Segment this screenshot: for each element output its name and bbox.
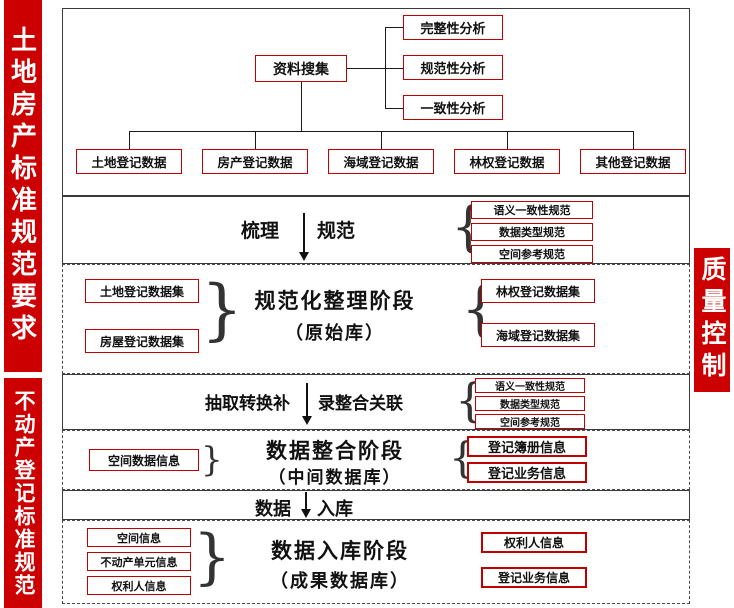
register-business-box: 登记业务信息 xyxy=(467,462,587,483)
stage-integrate-subtitle: （中间数据库） xyxy=(268,468,402,487)
analysis-box-normativity: 规范性分析 xyxy=(403,55,503,80)
section-step-load: 数据 入库 xyxy=(62,490,690,520)
step-organize-right-label: 规范 xyxy=(317,221,356,242)
stage-warehouse-subtitle: （成果数据库） xyxy=(270,571,410,591)
section-step-extract: 抽取转换补 录整合关联 { 语义一致性规范 数据类型规范 空间参考规范 xyxy=(62,374,690,430)
analysis-box-consistency: 一致性分析 xyxy=(403,95,503,120)
dataset-box-land: 土地登记数据集 xyxy=(85,279,199,303)
section-step-organize: 梳理 规范 { 语义一致性规范 数据类型规范 空间参考规范 xyxy=(62,196,690,264)
connector-line xyxy=(385,27,386,108)
spatial-info-box: 空间信息 xyxy=(87,528,191,547)
stage-original-title: 规范化整理阶段 xyxy=(254,290,416,313)
brace-right: } xyxy=(201,440,223,480)
section-stage-warehouse: 空间信息 不动产单元信息 权利人信息 } 数据入库阶段 （成果数据库） 权利人信… xyxy=(62,520,690,604)
step-load-left-label: 数据 xyxy=(255,499,291,519)
stage-integrate-title: 数据整合阶段 xyxy=(266,440,404,463)
registry-box-sea: 海域登记数据 xyxy=(328,149,434,174)
down-arrow xyxy=(303,213,305,253)
down-arrow-head xyxy=(301,509,311,518)
connector-line xyxy=(385,108,403,109)
registry-box-house: 房产登记数据 xyxy=(202,149,308,174)
collect-box: 资料搜集 xyxy=(255,55,347,82)
brace-right: } xyxy=(201,271,243,348)
section-collection: 资料搜集 完整性分析 规范性分析 一致性分析 土地登记数据 房产登记数据 海域登… xyxy=(62,8,690,196)
down-arrow-head xyxy=(299,252,309,261)
step-extract-right-label: 录整合关联 xyxy=(318,394,403,413)
connector-line xyxy=(385,27,403,28)
stage-original-subtitle: （原始库） xyxy=(285,323,385,343)
spatial-data-box: 空间数据信息 xyxy=(89,449,199,471)
holder-info-box-right: 权利人信息 xyxy=(481,532,587,553)
stage-warehouse-title: 数据入库阶段 xyxy=(271,540,409,563)
holder-info-box-left: 权利人信息 xyxy=(87,576,191,595)
dataset-box-house: 房屋登记数据集 xyxy=(85,329,199,353)
dataset-box-sea: 海域登记数据集 xyxy=(481,323,595,347)
registry-box-land: 土地登记数据 xyxy=(76,149,182,174)
banner-right: 质量控制 xyxy=(694,248,730,392)
business-info-box: 登记业务信息 xyxy=(481,567,587,588)
section-stage-original: 土地登记数据集 房屋登记数据集 } 规范化整理阶段 （原始库） { 林权登记数据… xyxy=(62,264,690,374)
connector-line xyxy=(255,131,256,149)
connector-line xyxy=(507,131,508,149)
step-load-right-label: 入库 xyxy=(317,499,353,519)
spec-box-semantic: 语义一致性规范 xyxy=(475,378,585,393)
down-arrow xyxy=(305,492,307,510)
dataset-box-forest: 林权登记数据集 xyxy=(481,279,595,303)
section-stage-integrate: 空间数据信息 } 数据整合阶段 （中间数据库） { 登记簿册信息 登记业务信息 xyxy=(62,430,690,490)
unit-info-box: 不动产单元信息 xyxy=(87,552,191,571)
banner-left-top: 土地房产标准规范要求 xyxy=(4,0,42,372)
connector-line xyxy=(347,68,403,69)
registry-box-other: 其他登记数据 xyxy=(580,149,686,174)
connector-line xyxy=(129,131,130,149)
step-extract-left-label: 抽取转换补 xyxy=(205,394,290,413)
connector-line xyxy=(301,82,302,131)
registry-box-forest: 林权登记数据 xyxy=(454,149,560,174)
analysis-box-completeness: 完整性分析 xyxy=(403,15,503,40)
spec-box-spatialref: 空间参考规范 xyxy=(471,245,593,263)
spec-box-datatype: 数据类型规范 xyxy=(475,396,585,411)
spec-box-spatialref: 空间参考规范 xyxy=(475,414,585,429)
banner-left-bottom: 不动产登记标准规范 xyxy=(4,378,42,608)
connector-line xyxy=(381,131,382,149)
connector-line xyxy=(633,131,634,149)
register-book-box: 登记簿册信息 xyxy=(467,436,587,457)
down-arrow-head xyxy=(302,416,312,425)
step-organize-left-label: 梳理 xyxy=(241,221,280,242)
spec-box-datatype: 数据类型规范 xyxy=(471,223,593,241)
brace-right: } xyxy=(193,522,232,592)
down-arrow xyxy=(306,383,308,417)
spec-box-semantic: 语义一致性规范 xyxy=(471,201,593,219)
